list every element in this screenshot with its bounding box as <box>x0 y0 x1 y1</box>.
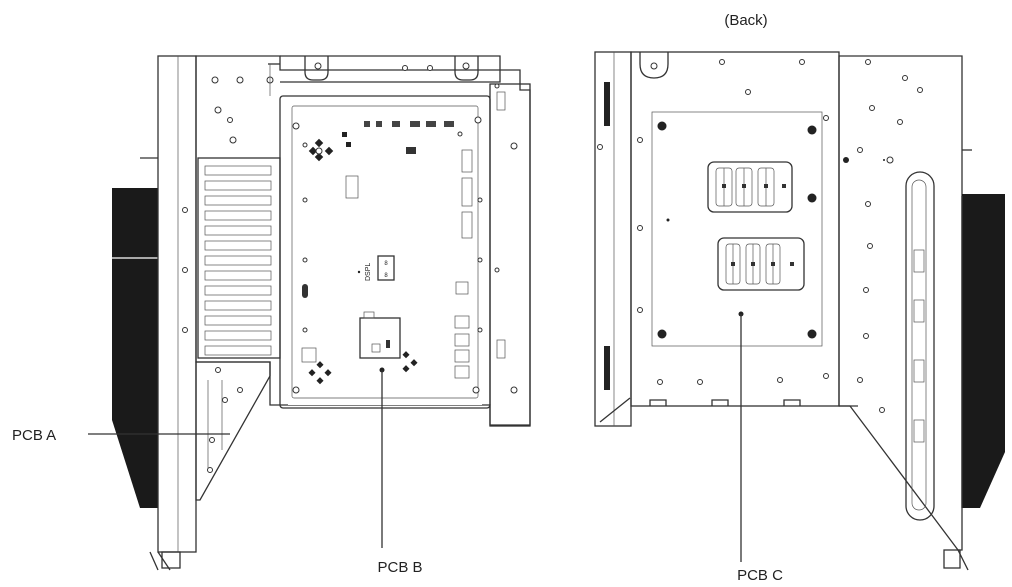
pcb-b-board <box>279 95 491 409</box>
heatsink <box>197 157 281 359</box>
svg-text:8: 8 <box>384 273 388 279</box>
left-dark-side-panel <box>112 188 158 508</box>
pcb-b-relay <box>359 317 401 359</box>
left-assembly: 8 8 DSPL <box>112 55 531 571</box>
left-chassis-plate <box>195 55 531 426</box>
left-frame-rail <box>157 55 197 553</box>
pcb-c-label: PCB C <box>737 567 783 584</box>
pcb-b-led-cluster <box>308 132 351 162</box>
dspl-display <box>377 255 395 281</box>
back-view-label: (Back) <box>724 12 767 29</box>
leader-lines <box>88 314 742 562</box>
pcb-b-label: PCB B <box>377 559 422 576</box>
heatsink-fins <box>204 165 272 356</box>
right-dark-side-panel <box>962 194 1005 508</box>
pcb-b-top-connectors <box>364 121 454 127</box>
svg-text:8: 8 <box>384 261 388 267</box>
right-assembly <box>594 51 1005 571</box>
right-frame-rail-left <box>594 51 632 427</box>
right-back-plate <box>630 51 840 407</box>
pcb-c-connector-1 <box>707 161 793 213</box>
right-panel-slot <box>905 171 935 521</box>
pcb-c-connector-2 <box>717 237 805 291</box>
pcb-a-label: PCB A <box>12 427 56 444</box>
pcb-c-board <box>651 111 823 347</box>
dspl-label: DSPL <box>365 263 372 281</box>
right-side-panel <box>838 55 963 551</box>
